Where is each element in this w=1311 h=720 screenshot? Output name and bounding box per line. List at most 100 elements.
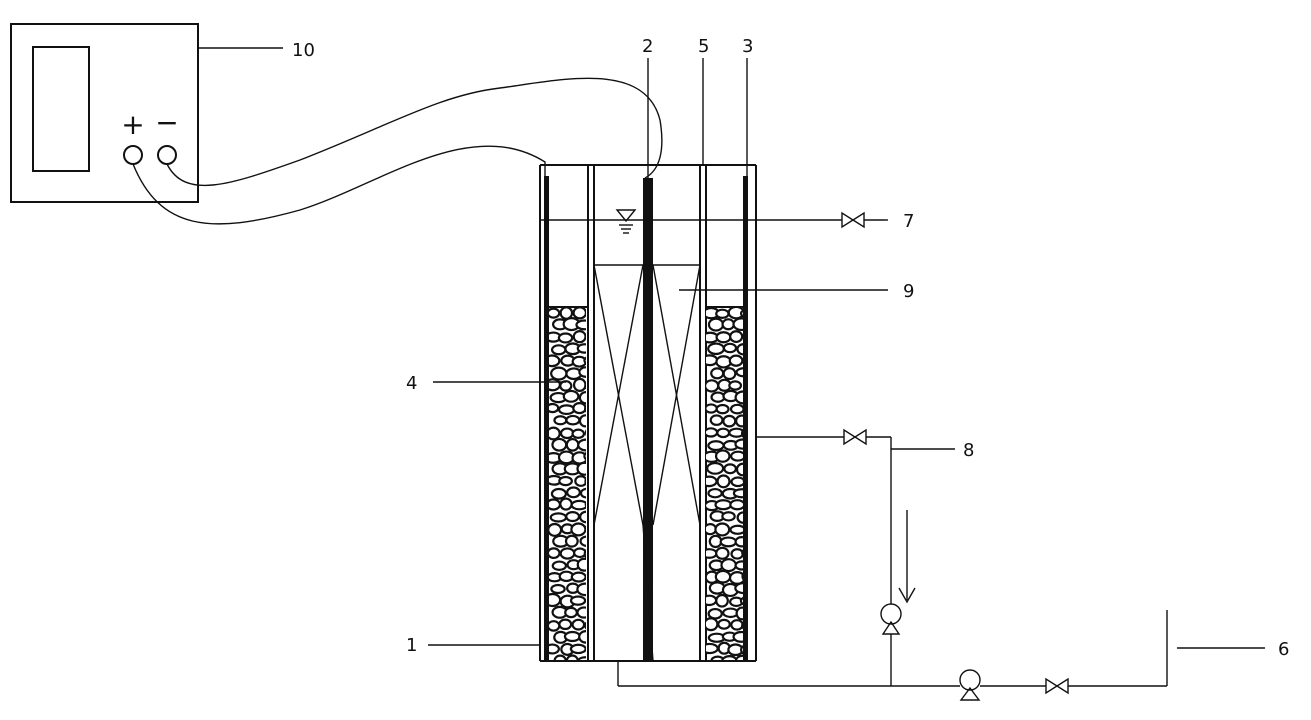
packing-pebble <box>741 549 743 557</box>
electrode-cathode-right <box>743 176 748 661</box>
packing-pebble <box>716 427 731 439</box>
packing-pebble <box>570 571 586 583</box>
membrane-module <box>593 264 701 662</box>
power-supply-display <box>32 46 90 172</box>
packing-pebble <box>707 342 725 356</box>
packing-pebble <box>571 618 586 631</box>
packing-pebble <box>706 379 720 393</box>
label-1: 1 <box>406 635 417 656</box>
packing-pebble <box>578 414 586 428</box>
pump-icon <box>959 669 981 701</box>
packing-pebble <box>706 548 718 559</box>
electrode-anode-left <box>544 176 549 661</box>
packing-pebble <box>579 535 586 547</box>
packing-pebble <box>549 643 560 655</box>
packing-pebble <box>553 415 568 426</box>
label-7: 7 <box>903 211 914 232</box>
packing-pebble <box>549 354 561 368</box>
packing-pebble <box>714 499 733 511</box>
label-2: 2 <box>642 36 653 57</box>
packing-pebble <box>569 595 586 606</box>
packing-pebble <box>576 606 586 619</box>
packing-pebble <box>735 414 743 428</box>
packing-pebble <box>565 414 581 426</box>
packing-pebble <box>549 426 561 441</box>
packing-pebble <box>557 332 574 344</box>
packing-pebble <box>739 596 743 606</box>
packing-pebble <box>710 367 725 380</box>
packing-pebble <box>583 451 586 461</box>
packing-pebble <box>551 560 568 572</box>
packing-pebble <box>707 607 723 620</box>
packing-pebble <box>706 642 719 655</box>
packing-pebble <box>578 390 586 405</box>
label-6: 6 <box>1278 639 1289 660</box>
label-4: 4 <box>406 373 417 394</box>
packing-pebble <box>735 606 743 621</box>
label-5: 5 <box>698 36 709 57</box>
packing-pebble <box>576 461 586 476</box>
packing-pebble <box>566 486 581 499</box>
packing-pebble <box>549 512 568 523</box>
packing-pebble <box>578 366 586 378</box>
packing-pebble <box>550 344 567 356</box>
packing-pebble <box>719 536 738 548</box>
packing-pebble <box>706 594 718 607</box>
packing-pebble <box>549 308 561 319</box>
positive-terminal <box>123 145 143 165</box>
packing-pebble <box>721 511 736 522</box>
packing-pebble <box>577 438 586 452</box>
packing-pebble <box>550 487 568 500</box>
packing-pebble <box>729 499 743 511</box>
packing-pebble <box>730 619 743 631</box>
packing-pebble <box>578 630 586 644</box>
packing-pebble <box>559 497 573 511</box>
packing-media-left <box>549 306 588 660</box>
packing-pebble <box>572 330 586 344</box>
packing-pebble <box>706 354 719 367</box>
packing-pebble <box>584 382 586 390</box>
packing-pebble <box>709 414 724 426</box>
packing-pebble <box>728 427 743 438</box>
leader-lines <box>198 47 1265 649</box>
packing-pebble <box>741 572 743 581</box>
packing-pebble <box>570 499 586 511</box>
packing-pebble <box>558 475 573 487</box>
packing-pebble <box>715 355 732 369</box>
packing-pebble <box>707 317 725 332</box>
packing-pebble <box>563 630 581 643</box>
packing-pebble <box>549 402 560 414</box>
packing-pebble <box>572 377 586 392</box>
packing-pebble <box>584 404 586 413</box>
packing-pebble <box>572 402 586 415</box>
packing-pebble <box>734 582 743 595</box>
packing-pebble <box>564 606 578 619</box>
packing-pebble <box>549 620 561 632</box>
packing-pebble <box>739 309 743 318</box>
packing-pebble <box>576 557 586 572</box>
packing-pebble <box>549 547 561 560</box>
packing-pebble <box>734 654 743 660</box>
packing-pebble <box>583 356 586 365</box>
packing-pebble <box>735 462 743 477</box>
packing-pebble <box>559 380 573 392</box>
label-8: 8 <box>963 440 974 461</box>
packing-pebble <box>721 318 736 331</box>
power-supply-box <box>10 23 199 203</box>
arrow-down-icon <box>898 510 916 604</box>
packing-pebble <box>706 461 725 475</box>
packing-pebble <box>741 621 743 630</box>
packing-pebble <box>714 569 732 584</box>
packing-pebble <box>729 330 743 344</box>
label-10: 10 <box>292 40 315 61</box>
packing-pebble <box>564 534 579 548</box>
packing-pebble <box>584 477 586 486</box>
packing-pebble <box>565 654 579 660</box>
packing-pebble <box>729 524 743 535</box>
negative-terminal-sign: − <box>155 106 178 139</box>
packing-pebble <box>736 511 743 524</box>
packing-pebble <box>734 390 743 405</box>
valve-icon <box>1045 677 1069 695</box>
packing-pebble <box>732 488 743 499</box>
